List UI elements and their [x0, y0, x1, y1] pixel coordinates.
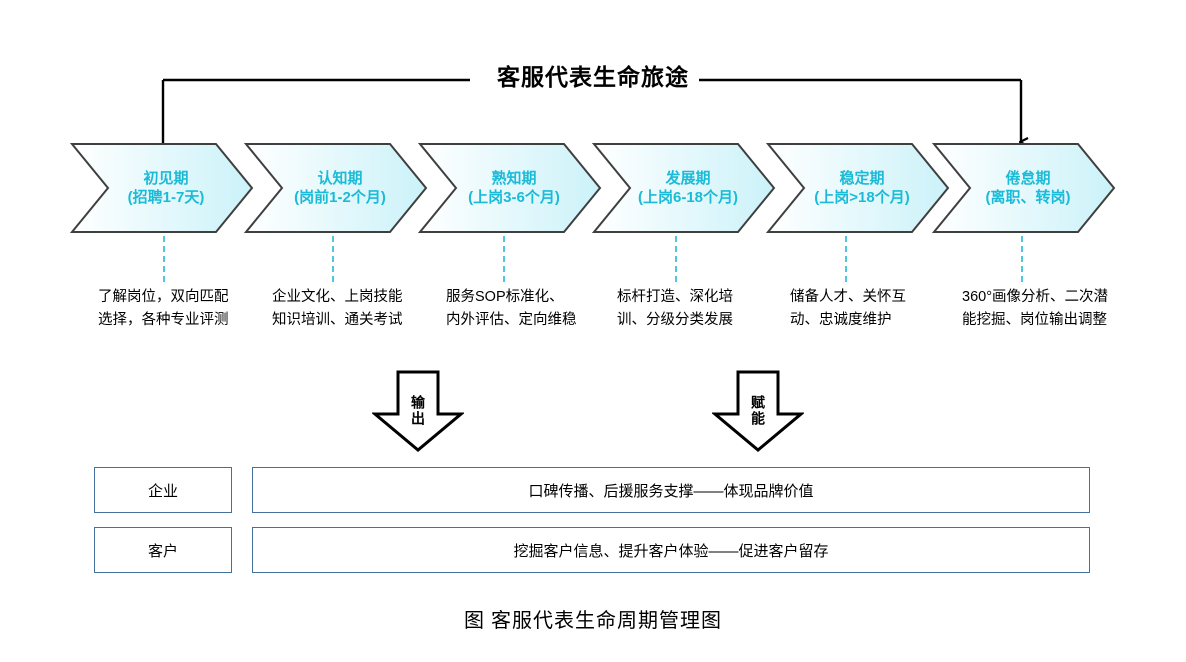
chevron-shape-icon: [70, 143, 254, 233]
stage-period: (招聘1-7天): [127, 189, 205, 206]
dashed-connector-3: [503, 236, 505, 282]
empower-arrow-label: 赋能: [750, 395, 766, 427]
stage-period: (上岗3-6个月): [468, 189, 560, 206]
dashed-connector-4: [675, 236, 677, 282]
stage-name: 初见期: [143, 169, 189, 187]
stage-period: (岗前1-2个月): [294, 189, 386, 206]
stage-chevron-4[interactable]: 发展期 (上岗6-18个月): [592, 142, 776, 234]
page-title: 客服代表生命旅途: [0, 58, 1186, 92]
output-arrow: 输出: [372, 370, 464, 452]
dashed-connector-2: [332, 236, 334, 282]
journey-title-text: 客服代表生命旅途: [487, 64, 699, 90]
stage-chevron-6[interactable]: 倦怠期 (离职、转岗): [932, 142, 1116, 234]
stage-label-6: 倦怠期 (离职、转岗): [958, 142, 1098, 234]
chevron-shape-icon: [244, 143, 428, 233]
outcome-key-customer: 客户: [94, 527, 232, 573]
stage-label-2: 认知期 (岗前1-2个月): [270, 142, 410, 234]
stage-name: 发展期: [665, 169, 711, 187]
stage-period: (上岗6-18个月): [637, 189, 738, 206]
stage-name: 稳定期: [839, 169, 885, 187]
stage-name: 熟知期: [491, 169, 537, 187]
output-arrow-label: 输出: [410, 395, 426, 427]
stage-period: (上岗>18个月): [814, 189, 910, 206]
stage-label-3: 熟知期 (上岗3-6个月): [444, 142, 584, 234]
stage-name: 倦怠期: [1005, 169, 1051, 187]
stage-desc-2: 企业文化、上岗技能知识培训、通关考试: [272, 289, 403, 329]
down-arrow-icon: [372, 370, 464, 452]
chevron-shape-icon: [766, 143, 950, 233]
stage-chevron-5[interactable]: 稳定期 (上岗>18个月): [766, 142, 950, 234]
dashed-connector-1: [163, 236, 165, 282]
journey-bracket: [161, 78, 1186, 150]
stage-label-4: 发展期 (上岗6-18个月): [618, 142, 758, 234]
stage-desc-6: 360°画像分析、二次潜能挖掘、岗位输出调整: [962, 289, 1108, 329]
down-arrow-icon: [712, 370, 804, 452]
outcome-value-enterprise: 口碑传播、后援服务支撑——体现品牌价值: [252, 467, 1090, 513]
dashed-connector-6: [1021, 236, 1023, 282]
stage-row: 初见期 (招聘1-7天) 认知期 (岗前1-2个月): [70, 142, 1116, 234]
stage-desc-4: 标杆打造、深化培训、分级分类发展: [617, 289, 733, 329]
stage-chevron-2[interactable]: 认知期 (岗前1-2个月): [244, 142, 428, 234]
stage-label-1: 初见期 (招聘1-7天): [96, 142, 236, 234]
figure-caption: 图 客服代表生命周期管理图: [464, 610, 722, 632]
dashed-connector-5: [845, 236, 847, 282]
stage-desc-5: 储备人才、关怀互动、忠诚度维护: [790, 289, 906, 329]
chevron-shape-icon: [592, 143, 776, 233]
stage-period: (离职、转岗): [985, 189, 1071, 206]
stage-desc-3: 服务SOP标准化、内外评估、定向维稳: [446, 289, 577, 329]
stage-chevron-3[interactable]: 熟知期 (上岗3-6个月): [418, 142, 602, 234]
stage-chevron-1[interactable]: 初见期 (招聘1-7天): [70, 142, 254, 234]
stage-name: 认知期: [317, 169, 363, 187]
outcome-value-customer: 挖掘客户信息、提升客户体验——促进客户留存: [252, 527, 1090, 573]
chevron-shape-icon: [418, 143, 602, 233]
stage-desc-1: 了解岗位，双向匹配选择，各种专业评测: [98, 289, 229, 329]
empower-arrow: 赋能: [712, 370, 804, 452]
outcome-key-enterprise: 企业: [94, 467, 232, 513]
chevron-shape-icon: [932, 143, 1116, 233]
stage-label-5: 稳定期 (上岗>18个月): [792, 142, 932, 234]
